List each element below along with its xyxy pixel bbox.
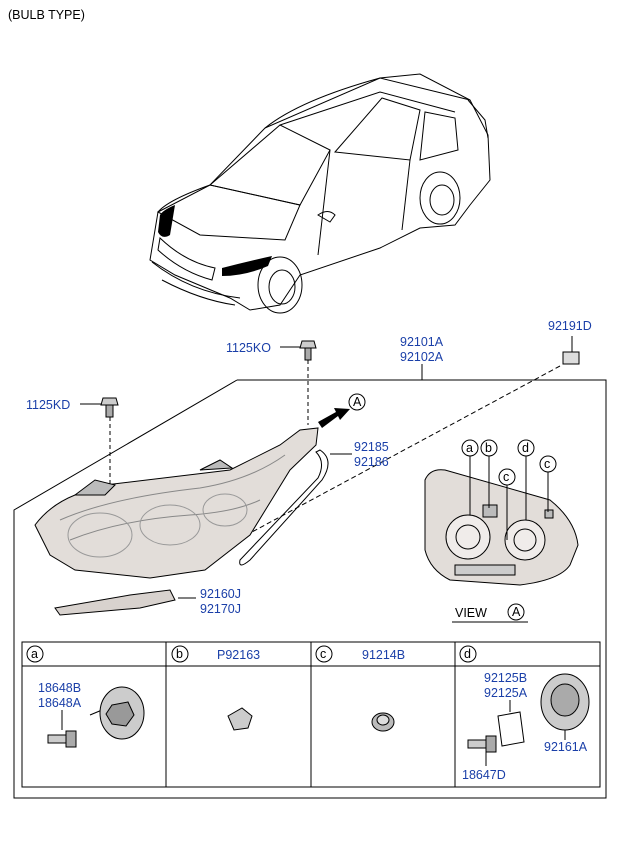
part-92191d: 92191D (548, 319, 592, 333)
part-92185: 92185 (354, 440, 389, 454)
table-cell-c-letter: c (320, 647, 326, 661)
part-92170j: 92170J (200, 602, 241, 616)
callout-c-2: c (544, 457, 550, 471)
bulb-d-icon (467, 735, 497, 753)
part-92125a: 92125A (484, 686, 528, 700)
parts-table (21, 641, 601, 788)
part-92125b: 92125B (484, 671, 527, 685)
callout-c-1: c (503, 470, 509, 484)
car-illustration (149, 73, 491, 314)
table-cell-a-letter: a (31, 647, 38, 661)
view-callouts: a b c d c (461, 439, 557, 540)
headlamp-assembly (34, 427, 319, 579)
part-18647d: 18647D (462, 768, 506, 782)
part-18648a: 18648A (38, 696, 82, 710)
bulb-icon (47, 730, 77, 748)
view-a-illustration (424, 469, 579, 586)
part-1125ko: 1125KO (226, 341, 271, 355)
car-right-headlamp (222, 256, 272, 276)
screw-left-icon (100, 397, 119, 418)
car-left-headlamp (158, 205, 175, 237)
table-cell-c-code: 91214B (362, 648, 405, 662)
callout-a: a (466, 441, 473, 455)
assembly-box (13, 379, 607, 799)
screw-top-icon (299, 340, 317, 361)
callout-d: d (522, 441, 529, 455)
part-92186: 92186 (354, 455, 389, 469)
table-cell-b-code: P92163 (217, 648, 260, 662)
part-1125kd: 1125KD (26, 398, 70, 412)
diagram-title: (BULB TYPE) (8, 8, 85, 22)
gasket-d-icon (497, 711, 525, 747)
socket-b-icon (227, 707, 253, 731)
part-92160j: 92160J (200, 587, 241, 601)
part-92161a: 92161A (544, 740, 588, 754)
bulb-cap-a-icon (99, 686, 145, 740)
part-92101a: 92101A (400, 335, 444, 349)
view-label: VIEW (455, 606, 487, 620)
seal-strip (239, 449, 329, 566)
callout-b: b (485, 441, 492, 455)
view-letter: A (512, 605, 521, 619)
bulb-cap-d-icon (540, 673, 590, 731)
grommet-c-icon (371, 712, 395, 732)
connector-icon (562, 351, 580, 365)
view-arrow-letter: A (353, 395, 362, 409)
view-arrow-icon (318, 408, 350, 428)
table-cell-b-letter: b (176, 647, 183, 661)
table-cell-d-letter: d (464, 647, 471, 661)
bracket-part (54, 589, 176, 616)
part-92102a: 92102A (400, 350, 444, 364)
part-18648b: 18648B (38, 681, 81, 695)
